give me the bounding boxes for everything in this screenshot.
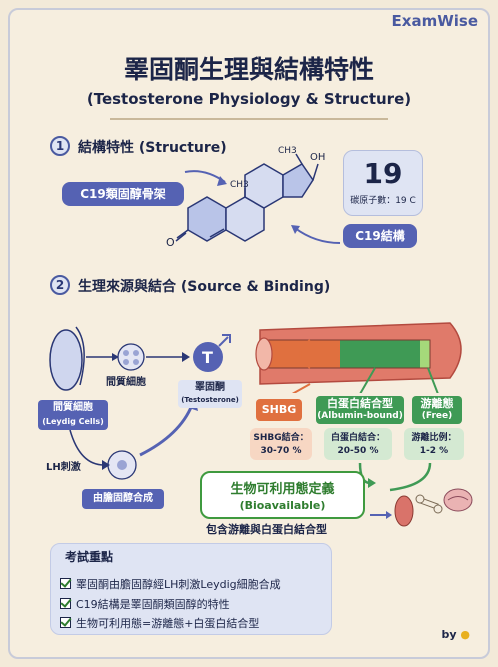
brain-icon (443, 488, 473, 512)
banana-icon: ● (460, 628, 470, 641)
page-title: 睪固酮生理與結構特性 (123, 55, 374, 84)
title-divider (110, 118, 388, 120)
structure-arrow-head (291, 225, 300, 234)
bioavailable-box: 生物可利用態定義 (Bioavailable) (200, 471, 365, 519)
section-1-title: 結構特性 (Structure) (78, 140, 227, 156)
interstitial-cell-icon (117, 343, 145, 371)
lh-stimulus-label: LH刺激 (46, 462, 81, 473)
bone-icon (415, 494, 443, 514)
source-pathway-diagram: T (49, 326, 231, 480)
byline: by ● (441, 628, 471, 641)
exam-points-box (50, 543, 332, 635)
shbg-label: SHBG (256, 399, 302, 421)
ketone-bond (176, 229, 189, 239)
albumin-segment (340, 340, 420, 368)
exam-point-3: 生物可利用態=游離態+白蛋白結合型 (60, 615, 259, 631)
ch3-mid-label: CH3 (230, 180, 249, 190)
free-segment (420, 340, 430, 368)
ring-a (187, 196, 227, 242)
c19-skeleton-label: C19類固醇骨架 (62, 182, 184, 206)
bioavailable-caption: 包含游離與白蛋白結合型 (206, 523, 327, 536)
oxygen-atom-label: O (166, 236, 175, 249)
checkbox-icon (60, 578, 71, 589)
interstitial-cell-label: 間質細胞 (106, 377, 146, 388)
carbon-count-box: 19 碳原子數：19 C (343, 150, 423, 216)
section-1-number: 1 (50, 136, 70, 156)
brand-label: ExamWise (391, 12, 478, 30)
section-2-title: 生理來源與結合 (Source & Binding) (78, 279, 331, 295)
bioavailable-arrows (358, 462, 473, 527)
exam-point-1: 睪固酮由膽固醇經LH刺激Leydig細胞合成 (60, 576, 281, 592)
testosterone-label: 睪固酮 (Testosterone) (178, 380, 242, 408)
section-2-number: 2 (50, 275, 70, 295)
muscle-icon (394, 495, 414, 527)
double-bond (209, 228, 225, 238)
testis-illustration (49, 329, 83, 391)
structure-arrow (294, 227, 341, 244)
cholesterol-synthesis-label: 由膽固醇合成 (82, 489, 164, 509)
free-label: 游離態 (Free) (412, 396, 462, 424)
albumin-label: 白蛋白結合型 (Albumin-bound) (316, 396, 404, 424)
carbon-count-caption: 碳原子數：19 C (350, 196, 416, 206)
shbg-info: SHBG結合： 30-70 % (250, 428, 312, 460)
c19-structure-label: C19結構 (343, 224, 417, 248)
exam-point-2: C19結構是睪固酮類固醇的特性 (60, 596, 230, 612)
shbg-segment (264, 340, 340, 368)
testosterone-icon (193, 342, 223, 372)
steroid-structure-diagram: O CH3 CH3 OH (166, 146, 341, 249)
checkbox-icon (60, 617, 71, 628)
testosterone-symbol: T (202, 348, 213, 367)
exam-points-title: 考試重點 (65, 550, 114, 564)
skeleton-arrow-head (217, 176, 227, 186)
albumin-info: 白蛋白結合： 20-50 % (324, 428, 392, 460)
ch3-top-label: CH3 (278, 146, 297, 156)
oh-label: OH (310, 152, 325, 163)
leydig-cells-label: 間質細胞 (Leydig Cells) (38, 400, 108, 430)
checkbox-icon (60, 598, 71, 609)
blood-vessel-diagram (255, 322, 462, 393)
ring-d (282, 163, 314, 198)
page-subtitle: (Testosterone Physiology & Structure) (86, 90, 412, 108)
bioavailable-title: 生物可利用態定義 (230, 482, 335, 497)
carbon-count: 19 (363, 157, 403, 190)
bioavailable-subtitle: (Bioavailable) (239, 499, 326, 512)
free-info: 游離比例： 1-2 % (404, 428, 464, 460)
